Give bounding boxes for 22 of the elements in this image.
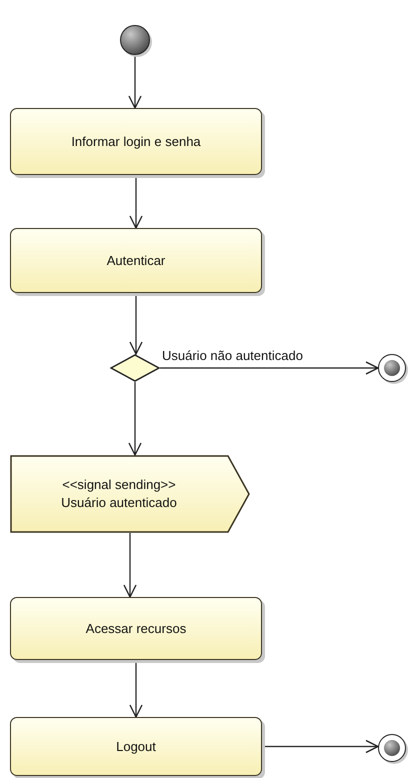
action-label: Logout xyxy=(116,738,156,756)
control-flow-arrow xyxy=(262,740,379,754)
control-flow-arrow xyxy=(129,175,143,229)
action-label: Usuário autenticado xyxy=(61,494,178,512)
control-flow-arrow xyxy=(129,293,143,355)
control-flow-arrow xyxy=(129,660,143,718)
control-flow-arrow xyxy=(160,361,379,375)
initial-node xyxy=(120,25,150,55)
action-label: Acessar recursos xyxy=(86,620,186,638)
action-box xyxy=(10,597,262,660)
stereotype-label: <<signal sending>> xyxy=(62,476,177,494)
action-box xyxy=(10,108,262,175)
final-node xyxy=(378,354,406,382)
action-label: Autenticar xyxy=(106,252,166,270)
action-label: Informar login e senha xyxy=(71,132,201,151)
action-box xyxy=(10,717,262,776)
decision-diamond xyxy=(110,354,160,382)
control-flow-arrow xyxy=(123,533,137,598)
control-flow-arrow xyxy=(128,55,142,109)
action-box xyxy=(10,228,262,293)
control-flow-arrow xyxy=(128,382,142,456)
final-node xyxy=(378,734,406,762)
